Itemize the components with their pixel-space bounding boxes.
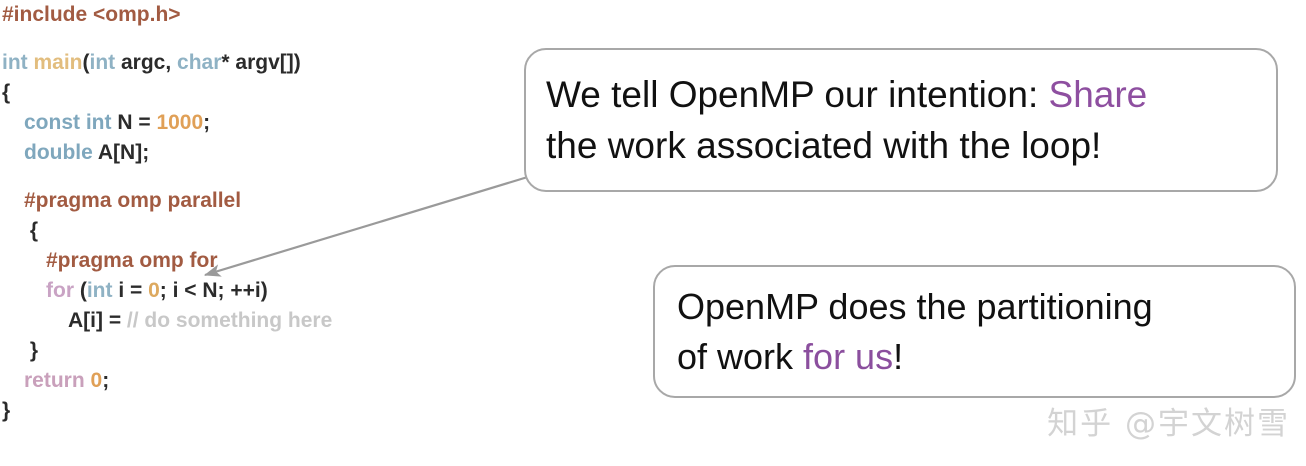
callout-partition-text-plain: of work xyxy=(677,335,804,377)
callout-partition-keyword: for us xyxy=(803,335,894,377)
code-token-brace: } xyxy=(24,339,39,362)
code-token-plain: i = xyxy=(112,279,149,302)
code-token-num: 1000 xyxy=(156,111,204,134)
code-token-kw2: return xyxy=(24,369,85,392)
code-token-plain: A[N]; xyxy=(92,141,150,164)
callout-share-work: We tell OpenMP our intention: Share the … xyxy=(524,48,1278,192)
callout-share-line-2: the work associated with the loop! xyxy=(546,125,1102,166)
code-token-type: int xyxy=(2,51,28,74)
code-line: #pragma omp for xyxy=(0,246,520,276)
code-line: { xyxy=(0,216,520,246)
callout-partition-line-2: of work for us! xyxy=(677,332,1272,382)
code-token-plain: ( xyxy=(74,279,87,302)
code-line: } xyxy=(0,336,520,366)
code-token-num: 0 xyxy=(90,369,103,392)
code-token-kw: for xyxy=(46,279,74,302)
code-line: double A[N]; xyxy=(0,138,520,168)
callout-partition-line-1: OpenMP does the partitioning xyxy=(677,285,1153,327)
code-token-plain: ; xyxy=(203,111,211,134)
code-line xyxy=(0,30,520,48)
watermark-zhihu: 知乎 @宇文树雪 xyxy=(1047,406,1290,442)
code-token-pragma: #pragma omp parallel xyxy=(24,189,242,212)
callout-share-keyword: Share xyxy=(1048,74,1148,115)
code-token-type2: const int xyxy=(24,111,112,134)
callout-partition-text-end: ! xyxy=(893,335,904,377)
code-token-plain: ; xyxy=(102,369,110,392)
code-token-pragma: #include <omp.h> xyxy=(2,3,181,26)
code-token-brace: } xyxy=(2,399,11,422)
code-token-num2: 0 xyxy=(148,279,160,302)
code-line: A[i] = // do something here xyxy=(0,306,520,336)
code-token-brace: { xyxy=(2,81,11,104)
code-line: #include <omp.h> xyxy=(0,0,520,30)
code-line: const int N = 1000; xyxy=(0,108,520,138)
code-token-plain: N = xyxy=(111,111,157,134)
code-token-pragma: #pragma omp for xyxy=(46,249,218,272)
code-line: for (int i = 0; i < N; ++i) xyxy=(0,276,520,306)
code-line: { xyxy=(0,78,520,108)
code-line: int main(int argc, char* argv[]) xyxy=(0,48,520,78)
code-listing: #include <omp.h> int main(int argc, char… xyxy=(0,0,520,466)
code-token-type: char xyxy=(177,51,222,74)
code-token-func: main xyxy=(33,51,83,74)
code-token-brace: { xyxy=(24,219,39,242)
callout-partitioning: OpenMP does the partitioning of work for… xyxy=(653,265,1296,398)
code-token-type: int xyxy=(86,279,113,302)
code-token-plain: ( xyxy=(82,51,90,74)
code-token-type2: double xyxy=(24,141,93,164)
code-line xyxy=(0,168,520,186)
code-token-type: int xyxy=(89,51,116,74)
code-token-plain: ; i < N; ++i) xyxy=(159,279,268,302)
callout-share-line-1: We tell OpenMP our intention: Share xyxy=(546,69,1256,120)
code-token-plain: argc, xyxy=(115,51,178,74)
code-line: #pragma omp parallel xyxy=(0,186,520,216)
code-line: } xyxy=(0,396,520,426)
code-line: return 0; xyxy=(0,366,520,396)
code-token-plain: * argv[]) xyxy=(221,51,301,74)
callout-share-text-plain: We tell OpenMP our intention: xyxy=(546,74,1049,115)
code-token-comment: // do something here xyxy=(126,309,333,332)
code-token-plain: A[i] = xyxy=(68,309,127,332)
